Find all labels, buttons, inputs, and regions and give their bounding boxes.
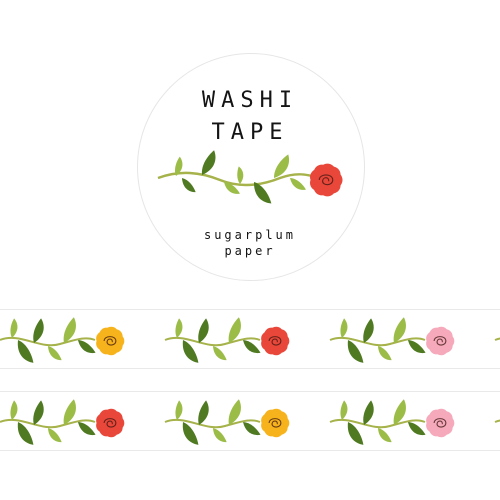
leaf-icon	[33, 400, 44, 425]
leaf-icon	[33, 318, 44, 343]
leaf-icon	[378, 346, 392, 361]
vine-stem	[494, 337, 500, 341]
leaf-icon	[10, 318, 18, 338]
leaf-icon	[48, 346, 62, 361]
leaf-icon	[363, 400, 374, 425]
leaf-icon	[378, 428, 392, 443]
vine-stem	[329, 336, 426, 347]
leaf-icon	[175, 400, 183, 420]
leaf-icon	[174, 156, 183, 176]
leaf-icon	[253, 182, 272, 204]
strip-2-pattern	[0, 399, 500, 445]
leaf-icon	[408, 422, 426, 436]
tape-strip-1	[0, 309, 500, 369]
leaf-icon	[10, 400, 18, 420]
leaf-icon	[363, 318, 374, 343]
leaf-icon	[340, 318, 348, 338]
roll-vine-stem	[157, 171, 319, 187]
leaf-icon	[228, 399, 241, 425]
leaf-icon	[224, 182, 240, 194]
rose-icon	[96, 326, 125, 356]
leaf-icon	[393, 399, 406, 425]
vine-stem	[329, 418, 426, 429]
vine-stem	[0, 336, 96, 347]
vine-stem	[164, 336, 261, 347]
leaf-icon	[213, 346, 227, 361]
vine-stem	[164, 418, 261, 429]
leaf-icon	[243, 340, 261, 354]
leaf-icon	[408, 340, 426, 354]
leaf-icon	[63, 399, 76, 425]
leaf-icon	[347, 422, 364, 445]
leaf-icon	[78, 340, 96, 354]
rose-icon	[261, 408, 290, 438]
leaf-icon	[182, 178, 196, 193]
title-washi: WASHI	[201, 88, 299, 113]
leaf-icon	[340, 400, 348, 420]
leaf-icon	[182, 340, 199, 363]
leaf-icon	[17, 340, 34, 363]
vine-stem	[494, 419, 500, 423]
rose-icon	[426, 326, 455, 356]
leaf-icon	[175, 318, 183, 338]
rose-icon	[261, 326, 290, 356]
brand-sugarplum: sugarplum	[203, 228, 297, 242]
rose-icon	[309, 163, 343, 197]
leaf-icon	[290, 178, 306, 190]
rose-icon	[426, 408, 455, 438]
leaf-icon	[213, 428, 227, 443]
tape-strip-2	[0, 391, 500, 451]
brand-paper: paper	[224, 244, 276, 258]
roll-vine-leaves	[174, 150, 306, 204]
leaf-icon	[228, 317, 241, 343]
rose-icon	[96, 408, 125, 438]
leaf-icon	[201, 150, 216, 175]
leaf-icon	[63, 317, 76, 343]
leaf-icon	[237, 166, 244, 184]
title-tape: TAPE	[211, 120, 289, 145]
leaf-icon	[347, 340, 364, 363]
leaf-icon	[17, 422, 34, 445]
leaf-icon	[198, 400, 209, 425]
leaf-icon	[393, 317, 406, 343]
leaf-icon	[182, 422, 199, 445]
leaf-icon	[48, 428, 62, 443]
leaf-icon	[78, 422, 96, 436]
vine-stem	[0, 418, 96, 429]
rose-icon	[309, 163, 343, 197]
leaf-icon	[198, 318, 209, 343]
leaf-icon	[243, 422, 261, 436]
leaf-icon	[273, 154, 290, 178]
strip-1-pattern	[0, 317, 500, 363]
